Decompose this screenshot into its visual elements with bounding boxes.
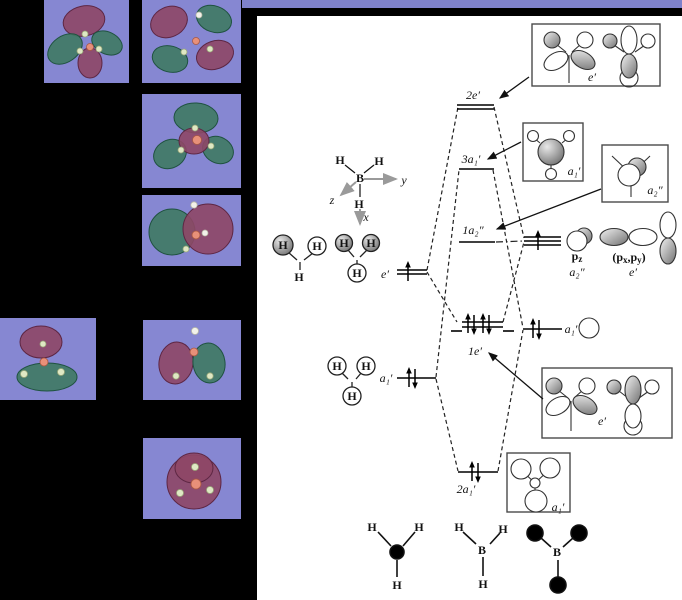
bottom-structure-sketches <box>377 524 588 594</box>
pz-symmetry-label: a₂″ <box>569 265 585 279</box>
h3-salc-sketches <box>272 233 381 406</box>
orbital-lobes <box>148 201 234 256</box>
box-label-bond-a1: a₁′ <box>551 500 565 514</box>
bh3-h-topright: H <box>374 154 384 168</box>
sketch-1e-orbitals <box>545 375 660 436</box>
h3-a1-level-label: a₁′ <box>379 371 393 385</box>
salc-e1-h-open: H <box>312 239 322 253</box>
orbital-lobes <box>166 452 222 510</box>
salc-a1-h-bottom: H <box>347 389 357 403</box>
pxy-symmetry-label: e′ <box>629 265 637 279</box>
nonbonding-dashdot-line <box>495 240 524 243</box>
level-label-1a2: 1a₂″ <box>462 223 484 237</box>
box-label-a2: a₂″ <box>647 183 663 197</box>
struct2-h-right: H <box>498 522 508 536</box>
struct2-h-left: H <box>454 520 464 534</box>
salc-e2-h-shaded-right: H <box>366 236 376 250</box>
level-label-1e: 1e′ <box>468 344 482 358</box>
b2s-symmetry-label: a₁′ <box>564 322 578 336</box>
pxy-label: (px,py) <box>612 250 646 265</box>
salc-e1-h-shaded: H <box>278 238 288 252</box>
box-label-top-e: e′ <box>588 70 596 84</box>
mo-isosurface-tile-7 <box>143 438 241 519</box>
orbital-lobes <box>16 325 78 392</box>
struct1-h-bottom: H <box>392 578 402 592</box>
boron-atomic-orbitals <box>566 211 677 339</box>
struct2-boron: B <box>477 543 487 557</box>
salc-e2-h-open: H <box>352 266 362 280</box>
x-axis-label: x <box>363 210 369 224</box>
box-label-bond-e: e′ <box>598 414 606 428</box>
s-orbital-sketch <box>578 317 600 339</box>
struct1-h-right: H <box>414 520 424 534</box>
bh3-boron: B <box>355 171 365 185</box>
box-label-anti-a1: a₁′ <box>567 164 581 178</box>
salc-a1-h-right: H <box>361 359 371 373</box>
px-orbital-sketch <box>599 227 629 247</box>
bh3-coordinate-sketch <box>339 164 398 226</box>
pointer-arrows <box>486 76 602 400</box>
orbital-lobes <box>153 102 234 170</box>
sketch-2a1-orbital <box>510 457 561 513</box>
pz-label: pz <box>571 249 583 264</box>
level-label-2e: 2e′ <box>466 88 480 102</box>
struct2-h-bottom: H <box>478 577 488 591</box>
correlation-lines <box>426 106 525 472</box>
mo-isosurface-tile-4 <box>142 195 241 266</box>
z-axis-arrow <box>339 181 357 197</box>
h3-e-level-label: e′ <box>381 267 389 281</box>
salc-a1-h-left: H <box>332 359 342 373</box>
py-orbital-sketch <box>659 211 677 239</box>
orbital-lobes <box>158 327 226 385</box>
orbital-sketch-boxes <box>506 23 673 513</box>
orbital-lobes <box>150 4 234 73</box>
mo-isosurface-tile-3 <box>142 94 241 188</box>
z-axis-label: z <box>329 193 335 207</box>
salc-e2-h-shaded-left: H <box>339 236 349 250</box>
level-label-3a1: 3a₁′ <box>461 152 481 166</box>
struct3-boron: B <box>552 545 562 559</box>
mo-isosurface-tile-1 <box>44 0 129 83</box>
struct1-h-left: H <box>367 520 377 534</box>
level-label-2a1: 2a₁′ <box>456 482 476 496</box>
sketch-2e-orbitals <box>543 25 656 88</box>
mo-isosurface-tile-5 <box>0 318 96 400</box>
top-strip <box>242 0 682 8</box>
mo-diagram-graphics <box>272 23 677 594</box>
salc-e1-h-node: H <box>294 270 304 284</box>
mo-isosurface-tile-6 <box>143 320 241 400</box>
mo-diagram-panel <box>257 16 682 600</box>
y-axis-label: y <box>401 173 407 187</box>
sketch-a2-orbital <box>611 155 651 197</box>
orbital-lobes <box>47 5 123 79</box>
mo-isosurface-tile-2 <box>142 0 241 83</box>
bh3-h-topleft: H <box>335 153 345 167</box>
bh3-h-bottom: H <box>354 197 364 211</box>
sketch-3a1-orbital <box>526 129 576 181</box>
